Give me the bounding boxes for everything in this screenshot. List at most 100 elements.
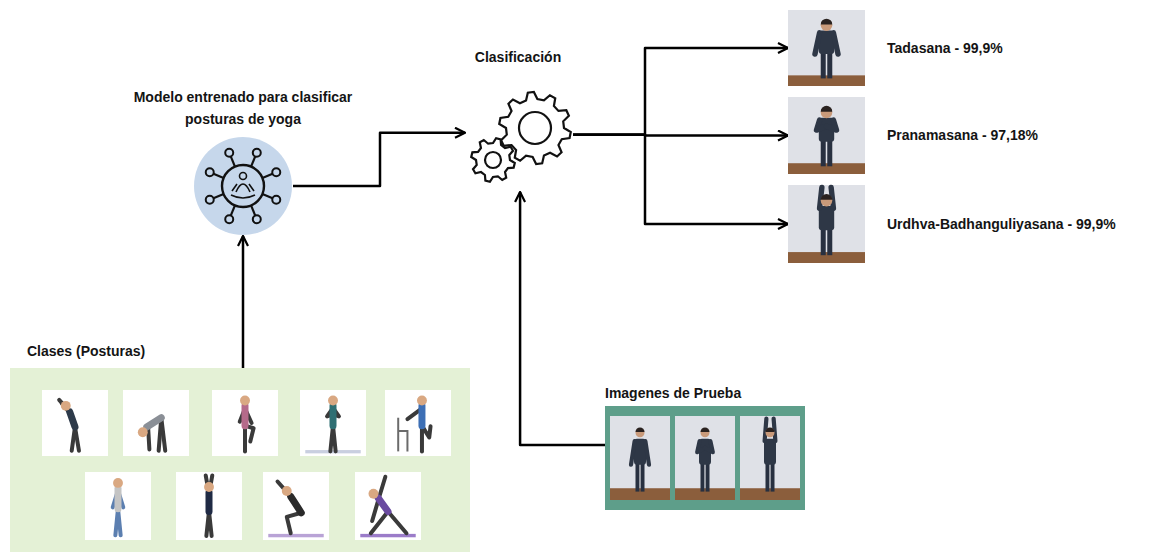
- connector-arrow: [573, 48, 788, 135]
- person-leg: [706, 463, 710, 492]
- person-torso: [330, 406, 337, 426]
- test-panel: [605, 406, 805, 510]
- person-torso: [115, 488, 122, 508]
- network-spoke: [213, 174, 223, 178]
- node-outline: [788, 185, 865, 263]
- model-circle: [194, 137, 292, 235]
- connector-arrow: [573, 135, 788, 224]
- person-leg: [641, 463, 645, 492]
- network-dot: [206, 196, 214, 204]
- person-leg: [821, 229, 826, 256]
- node-shape: [788, 97, 865, 174]
- node-outline: [193, 136, 293, 236]
- photo-floor: [740, 488, 800, 500]
- gear-icon: [471, 138, 515, 182]
- network-dot: [206, 168, 214, 176]
- result-node: Urdhva-Badhanguliyasana - 99,9%: [788, 185, 1148, 207]
- person-head: [821, 107, 833, 119]
- network-dot: [272, 196, 280, 204]
- network-dot: [253, 149, 261, 157]
- person-head: [369, 489, 379, 499]
- person-limb: [278, 482, 292, 498]
- person-hair: [636, 427, 645, 432]
- person-leg: [827, 229, 832, 256]
- person-torso: [242, 406, 249, 426]
- gear-hole: [485, 152, 501, 168]
- person-leg: [821, 53, 826, 79]
- network-ring: [222, 165, 264, 207]
- node-outline: [465, 88, 573, 192]
- result-node: Tadasana - 99,9%: [788, 10, 1148, 32]
- node-label: Tadasana - 99,9%: [887, 37, 1003, 59]
- network-dot: [253, 215, 261, 223]
- person-head: [417, 396, 427, 406]
- person-arm: [631, 441, 635, 465]
- person-head: [282, 486, 292, 496]
- person-arm: [705, 441, 713, 452]
- person-hair: [821, 194, 833, 200]
- photo-background: [85, 472, 151, 540]
- person-limb: [75, 427, 79, 451]
- photo-background: [212, 390, 278, 456]
- node-outline: [605, 406, 805, 510]
- person-arm: [815, 33, 820, 54]
- person-limb: [118, 509, 121, 536]
- person-hair: [821, 19, 833, 25]
- node-shape: [788, 10, 865, 86]
- classes-node: Clases (Posturas): [10, 340, 470, 362]
- network-dot: [225, 215, 233, 223]
- person-leg: [636, 463, 640, 492]
- network-spoke: [251, 205, 255, 215]
- connector-arrow: [520, 192, 605, 445]
- person-limb: [287, 513, 302, 533]
- photo-background: [788, 10, 865, 86]
- person-head: [240, 396, 250, 406]
- node-label: Clasificación: [462, 46, 574, 68]
- node-label: Pranamasana - 97,18%: [887, 124, 1038, 146]
- node-shape: [788, 185, 865, 263]
- person-leg: [821, 140, 826, 166]
- person-torso: [147, 418, 162, 427]
- network-spoke: [262, 194, 272, 198]
- person-head: [821, 19, 833, 31]
- person-limb: [243, 426, 247, 452]
- person-head: [204, 482, 214, 492]
- person-hair: [821, 106, 833, 112]
- person-head: [766, 428, 775, 437]
- person-leg: [701, 463, 705, 492]
- person-arm: [645, 441, 649, 465]
- connector-arrow: [293, 133, 465, 186]
- person-head: [113, 478, 123, 488]
- person-head: [138, 427, 148, 437]
- node-shape: [605, 406, 805, 510]
- yoga-mat: [305, 450, 360, 453]
- photo-background: [788, 185, 865, 263]
- person-leg: [827, 53, 832, 79]
- photo-background: [355, 472, 421, 540]
- network-dot: [272, 168, 280, 176]
- person-leg: [827, 140, 832, 166]
- network-spoke: [213, 194, 223, 198]
- person-arm: [827, 120, 837, 130]
- person-head: [328, 396, 338, 406]
- result-node: Pranamasana - 97,18%: [788, 97, 1148, 119]
- person-torso: [418, 406, 425, 426]
- person-limb: [371, 511, 388, 533]
- person-hair: [766, 427, 775, 432]
- chair-symbol: [398, 431, 407, 451]
- photo-background: [610, 416, 670, 500]
- person-hair: [701, 427, 710, 432]
- test-images-node: Imagenes de Prueba: [605, 382, 805, 404]
- photo-floor: [788, 163, 865, 174]
- photo-background: [740, 416, 800, 500]
- photo-background: [123, 390, 189, 456]
- photo-background: [42, 390, 108, 456]
- person-leg: [766, 463, 770, 492]
- person-limb: [161, 418, 165, 451]
- photo-floor: [788, 75, 865, 86]
- person-leg: [771, 463, 775, 492]
- photo-background: [675, 416, 735, 500]
- photo-floor: [788, 252, 865, 263]
- person-limb: [148, 427, 149, 449]
- network-spoke: [231, 205, 235, 215]
